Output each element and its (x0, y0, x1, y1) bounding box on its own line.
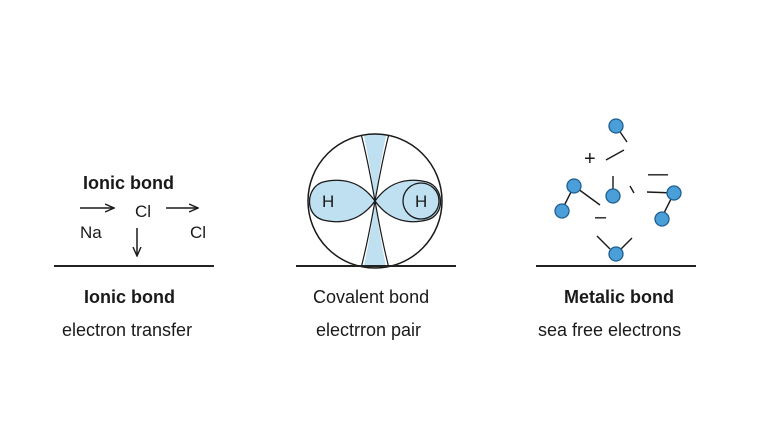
metal-atom-6 (654, 211, 670, 227)
metal-atom-2 (605, 188, 621, 204)
metal-atom-3 (566, 178, 582, 194)
metal-sign-plus: + (584, 148, 596, 170)
metal-atom-1 (608, 118, 624, 134)
metallic-caption-sub: sea free electrons (538, 320, 682, 340)
ionic-caption-sub: electron transfer (62, 320, 193, 340)
metal-atom-7 (608, 246, 624, 262)
ionic-panel (54, 208, 214, 267)
covalent-atom-h-1: H (322, 192, 335, 211)
ionic-atom-cl-2: Cl (190, 223, 207, 242)
ionic-heading: Ionic bond (83, 173, 174, 193)
metal-atom-4 (554, 203, 570, 219)
metal-stick-8 (629, 185, 635, 194)
ionic-atom-na: Na (80, 223, 102, 242)
covalent-caption-title: Covalent bond (313, 287, 430, 307)
metal-atom-5 (666, 185, 682, 201)
metallic-caption-title: Metalic bond (564, 287, 675, 307)
ionic-caption-title: Ionic bond (84, 287, 175, 307)
covalent-atom-h-2: H (415, 192, 428, 211)
covalent-caption-sub: electrron pair (316, 320, 422, 340)
covalent-outer-circle (307, 133, 443, 269)
metal-stick-10 (619, 237, 633, 251)
metal-stick-2 (605, 149, 625, 161)
metallic-panel (536, 118, 696, 267)
covalent-panel (296, 133, 456, 269)
ionic-atom-cl-1: Cl (135, 202, 152, 221)
metal-sign-minus-1: — (648, 163, 668, 185)
metal-sign-minus-2: – (595, 206, 607, 228)
metal-stick-9 (596, 235, 611, 250)
covalent-nucleus-right (402, 182, 440, 220)
covalent-orbital-left (308, 179, 376, 223)
